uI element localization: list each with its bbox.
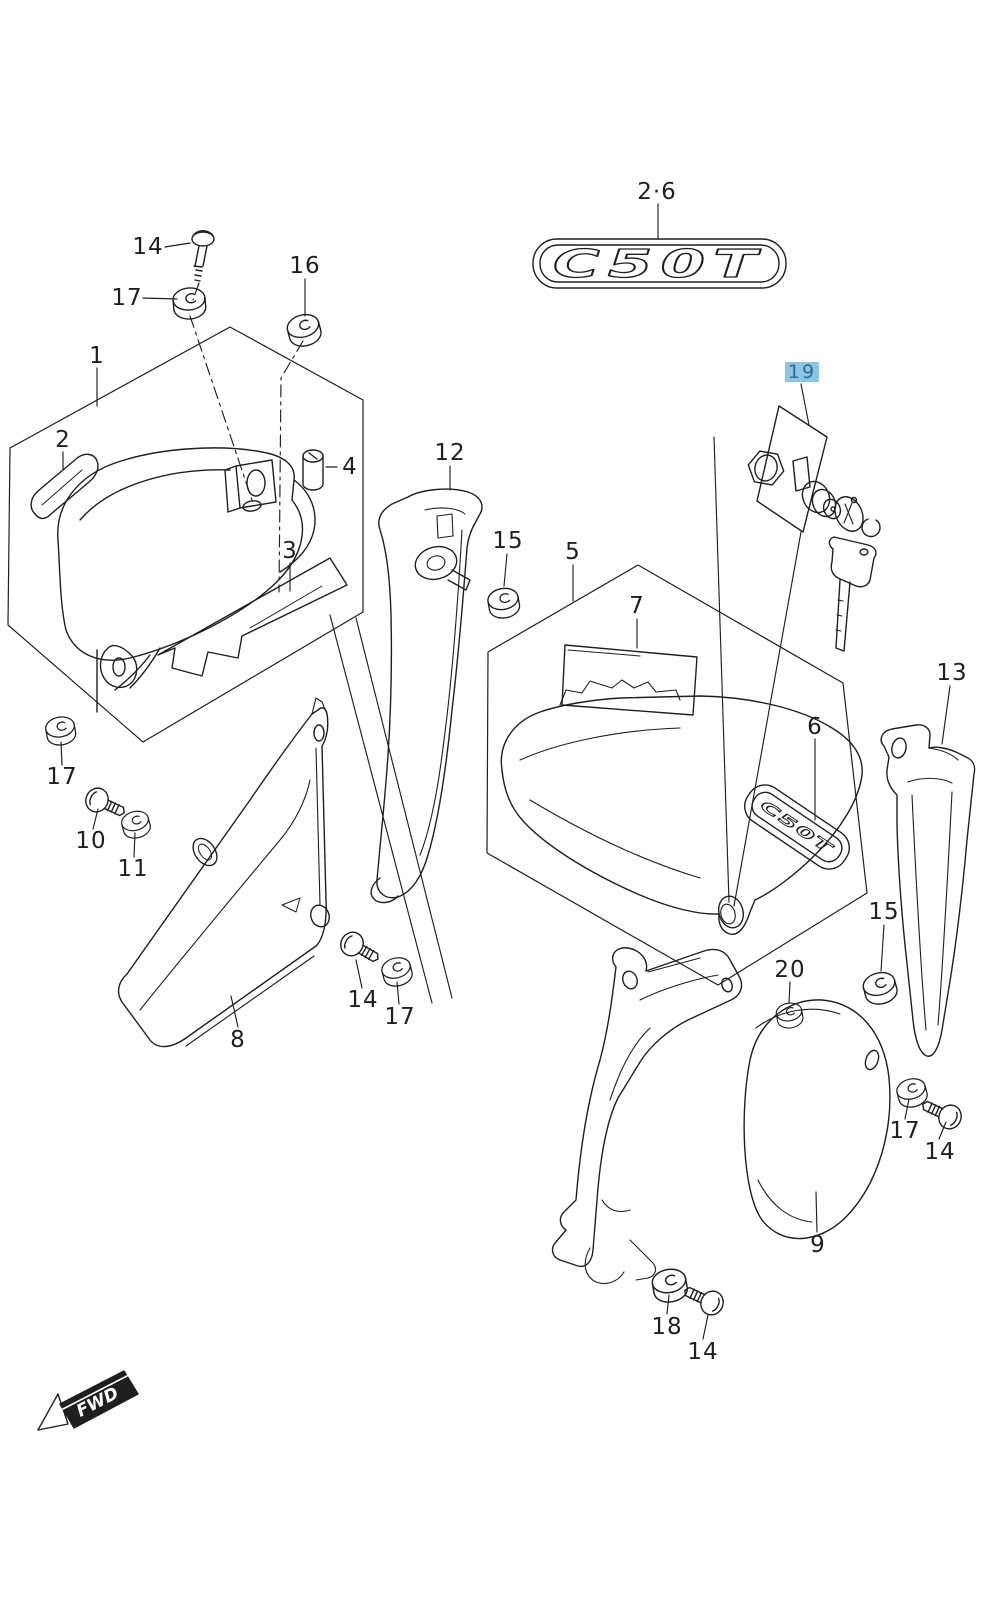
c50t-emblem-text: C50T xyxy=(553,242,765,286)
part-label-2[interactable]: 2 xyxy=(55,426,71,453)
caution-label-drawing xyxy=(561,644,698,716)
assembly-boundary-5 xyxy=(486,564,868,986)
part-label-3[interactable]: 3 xyxy=(282,537,298,564)
part-label-2-6[interactable]: 2·6 xyxy=(637,178,677,205)
c50t-emblem-drawing: C50T xyxy=(532,238,787,289)
fwd-marker: FWD xyxy=(37,1370,139,1431)
tank-cover-drawing xyxy=(57,447,316,713)
rear-bracket-drawing xyxy=(880,724,976,1057)
part-label-1[interactable]: 1 xyxy=(89,342,105,369)
lower-cover-drawing xyxy=(551,947,891,1285)
side-cover-left-drawing xyxy=(117,697,330,1048)
part-label-5[interactable]: 5 xyxy=(565,538,581,565)
part-label-7[interactable]: 7 xyxy=(629,592,645,619)
gasket-sheet-drawing xyxy=(157,557,348,677)
bracket-cover-drawing xyxy=(370,488,483,904)
part-label-17-a[interactable]: 17 xyxy=(111,284,143,311)
assembly-boundary-1 xyxy=(7,326,364,743)
part-label-17-b[interactable]: 17 xyxy=(46,763,78,790)
part-label-18[interactable]: 18 xyxy=(651,1313,683,1340)
part-label-6[interactable]: 6 xyxy=(807,713,823,740)
part-label-16[interactable]: 16 xyxy=(289,252,321,279)
screw-14-top-drawing xyxy=(191,230,215,282)
part-label-17-d[interactable]: 17 xyxy=(889,1117,921,1144)
part-label-13[interactable]: 13 xyxy=(936,659,968,686)
leader-lines xyxy=(60,203,951,1340)
part-label-14-d[interactable]: 14 xyxy=(687,1338,719,1365)
lock-set-drawing xyxy=(747,405,881,652)
part-label-14-c[interactable]: 14 xyxy=(924,1138,956,1165)
part-label-17-c[interactable]: 17 xyxy=(384,1003,416,1030)
part-label-19[interactable]: 19 xyxy=(784,362,820,382)
spacer-cylinder-drawing xyxy=(302,449,324,491)
part-label-10[interactable]: 10 xyxy=(75,827,107,854)
part-label-15-a[interactable]: 15 xyxy=(492,527,524,554)
part-label-14-b[interactable]: 14 xyxy=(347,986,379,1013)
part-label-14-a[interactable]: 14 xyxy=(132,233,164,260)
part-label-12[interactable]: 12 xyxy=(434,439,466,466)
part-label-20[interactable]: 20 xyxy=(774,956,806,983)
trim-strip-drawing xyxy=(30,453,99,520)
part-label-8[interactable]: 8 xyxy=(230,1026,246,1053)
part-label-9[interactable]: 9 xyxy=(810,1231,826,1258)
part-label-11[interactable]: 11 xyxy=(117,855,149,882)
part-label-4[interactable]: 4 xyxy=(342,453,358,480)
part-label-15-b[interactable]: 15 xyxy=(868,898,900,925)
